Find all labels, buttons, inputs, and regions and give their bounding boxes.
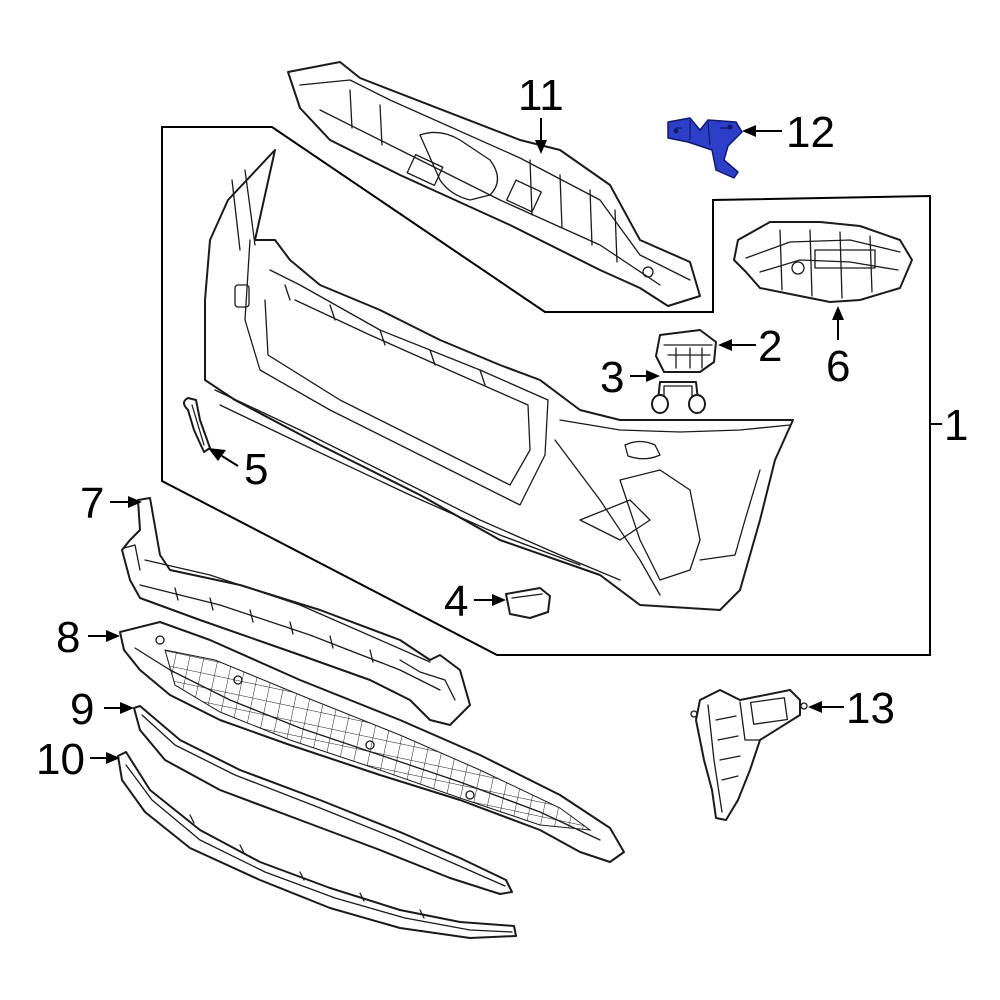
callout-13[interactable]: 13 [846, 684, 895, 733]
leader-13 [808, 701, 844, 713]
part-8-lower-grille[interactable] [119, 621, 625, 863]
callout-10[interactable]: 10 [36, 735, 85, 784]
part-6-side-bracket[interactable] [733, 221, 913, 303]
part-10-lower-molding[interactable] [117, 751, 517, 939]
callout-1[interactable]: 1 [944, 401, 968, 450]
leader-4 [474, 594, 506, 606]
leader-10 [90, 752, 120, 764]
assembly-group-outline [161, 126, 931, 656]
part-7-lower-deflector[interactable] [121, 497, 471, 726]
leader-12 [742, 125, 782, 137]
leader-7 [110, 496, 142, 508]
part-9-trim-strip[interactable] [133, 705, 513, 895]
callout-2[interactable]: 2 [758, 322, 782, 371]
callout-4[interactable]: 4 [444, 577, 468, 626]
leader-3 [630, 370, 660, 382]
part-13-side-guide[interactable] [690, 689, 808, 821]
leader-11 [535, 118, 547, 154]
part-2-bracket[interactable] [655, 329, 717, 373]
callout-3[interactable]: 3 [600, 353, 624, 402]
part-1-bumper-cover[interactable] [204, 149, 794, 611]
callout-8[interactable]: 8 [56, 613, 80, 662]
leader-9 [104, 702, 134, 714]
callout-9[interactable]: 9 [70, 685, 94, 734]
leader-2 [718, 339, 756, 351]
leader-8 [88, 630, 120, 642]
callout-12[interactable]: 12 [786, 108, 835, 157]
callout-6[interactable]: 6 [826, 342, 850, 391]
part-4-tow-hook-cover[interactable] [505, 587, 551, 619]
part-5-molding-clip[interactable] [183, 397, 211, 453]
callout-11[interactable]: 11 [518, 71, 564, 120]
part-11-carrier[interactable] [287, 61, 701, 307]
callout-5[interactable]: 5 [244, 445, 268, 494]
part-12-mounting-bracket[interactable] [667, 117, 743, 179]
leader-5 [208, 448, 239, 467]
callout-7[interactable]: 7 [80, 479, 104, 528]
leader-6 [832, 306, 844, 340]
part-3-wire-clip[interactable] [651, 381, 706, 414]
